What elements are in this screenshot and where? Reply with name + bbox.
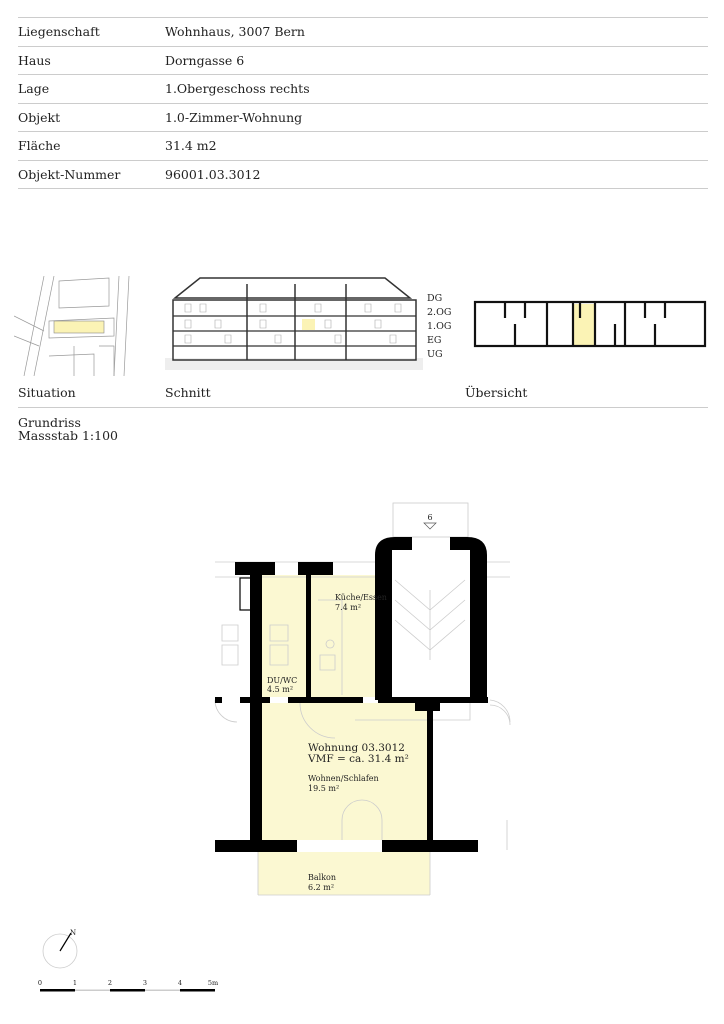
info-row: Objekt-Nummer 96001.03.3012: [18, 161, 708, 189]
level-label: 1.OG: [427, 321, 452, 332]
info-row: Haus Dorngasse 6: [18, 47, 708, 75]
level-label: DG: [427, 293, 443, 304]
property-info-table: Liegenschaft Wohnhaus, 3007 Bern Haus Dorn…: [18, 17, 708, 189]
room-name: Balkon: [308, 873, 336, 882]
info-row: Liegenschaft Wohnhaus, 3007 Bern: [18, 18, 708, 47]
caption-uebersicht: Übersicht: [465, 385, 528, 400]
plan-title: Grundriss: [18, 415, 81, 430]
room-name: Küche/Essen: [335, 593, 387, 602]
divider: [18, 407, 708, 408]
info-value: Wohnhaus, 3007 Bern: [165, 24, 305, 40]
north-arrow-icon: N: [42, 929, 78, 969]
info-row: Fläche 31.4 m2: [18, 132, 708, 161]
info-label: Objekt: [18, 109, 61, 125]
walls: [215, 537, 488, 852]
plan-heading: Grundriss Massstab 1:100: [18, 416, 118, 442]
scale-tick: 2: [108, 979, 112, 987]
info-label: Haus: [18, 52, 51, 68]
highlight-building: [53, 320, 105, 334]
info-value: 96001.03.3012: [165, 166, 261, 182]
scale-tick: 4: [178, 979, 182, 987]
overview-plan: [473, 300, 707, 348]
info-label: Fläche: [18, 138, 61, 154]
scale-tick: 1: [73, 979, 77, 987]
scale-tick: 3: [143, 979, 147, 987]
info-value: 31.4 m2: [165, 138, 217, 154]
info-label: Liegenschaft: [18, 24, 100, 40]
room-area: 4.5 m²: [267, 685, 293, 694]
apartment-area: VMF = ca. 31.4 m²: [307, 753, 409, 765]
room-name: DU/WC: [267, 676, 297, 685]
svg-text:N: N: [70, 929, 76, 937]
section-drawing: [165, 277, 423, 370]
situation-map: [14, 276, 130, 376]
info-value: 1.Obergeschoss rechts: [165, 81, 310, 97]
caption-situation: Situation: [18, 385, 76, 400]
info-row: Lage 1.Obergeschoss rechts: [18, 75, 708, 104]
caption-schnitt: Schnitt: [165, 385, 211, 400]
unit-highlight: [258, 575, 430, 895]
room-name: Wohnen/Schlafen: [308, 774, 379, 783]
info-row: Objekt 1.0-Zimmer-Wohnung: [18, 104, 708, 132]
info-value: Dorngasse 6: [165, 52, 245, 68]
scale-tick: 5m: [208, 979, 218, 987]
info-label: Lage: [18, 81, 50, 97]
level-label: EG: [427, 335, 442, 346]
apartment-name: Wohnung 03.3012: [308, 742, 405, 754]
scale-tick: 0: [38, 979, 42, 987]
info-label: Objekt-Nummer: [18, 166, 121, 182]
room-area: 6.2 m²: [308, 883, 334, 892]
highlight-unit: [302, 319, 315, 330]
house-number: 6: [427, 513, 432, 522]
level-label: UG: [427, 349, 443, 360]
room-area: 7.4 m²: [335, 603, 361, 612]
entrance-arrow-icon: [423, 522, 437, 530]
level-label: 2.OG: [427, 307, 452, 318]
room-area: 19.5 m²: [308, 784, 339, 793]
info-value: 1.0-Zimmer-Wohnung: [165, 109, 303, 125]
plan-scale: Massstab 1:100: [18, 428, 118, 443]
scale-bar: 0 1 2 3 4 5m: [38, 979, 218, 992]
